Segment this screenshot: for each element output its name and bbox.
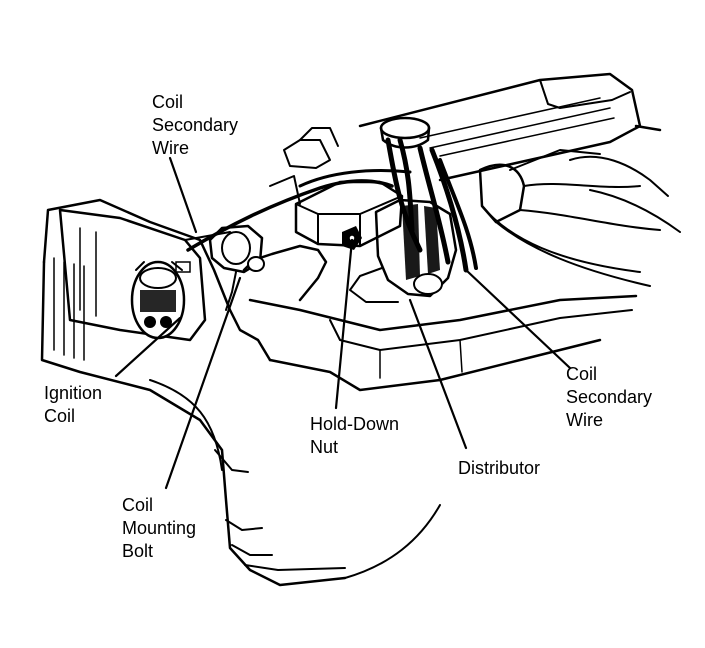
label-coil-mounting-bolt: Coil Mounting Bolt <box>122 495 201 561</box>
label-coil-secondary-wire-right: Coil Secondary Wire <box>566 364 657 430</box>
label-line: Wire <box>152 138 189 158</box>
label-line: Hold-Down <box>310 414 399 434</box>
label-ignition-coil: Ignition Coil <box>44 383 107 426</box>
label-hold-down-nut: Hold-Down Nut <box>310 414 404 457</box>
leader-coil-mounting-bolt <box>164 276 242 490</box>
leader-hold-down-nut <box>334 238 354 410</box>
label-coil-secondary-wire-left: Coil Secondary Wire <box>152 92 243 158</box>
engine-illustration <box>40 72 681 587</box>
label-line: Coil <box>44 406 75 426</box>
leader-coil-secondary-wire-right <box>464 268 572 370</box>
leader-ignition-coil <box>114 316 182 378</box>
label-line: Coil <box>566 364 597 384</box>
label-line: Coil <box>122 495 153 515</box>
label-line: Mounting <box>122 518 196 538</box>
label-line: Bolt <box>122 541 153 561</box>
label-line: Nut <box>310 437 338 457</box>
leader-lines <box>114 156 572 490</box>
label-line: Secondary <box>152 115 238 135</box>
callouts: Coil Secondary Wire Ignition Coil Coil M… <box>44 92 657 561</box>
label-distributor: Distributor <box>458 458 540 478</box>
throttle-body <box>269 127 404 248</box>
valve-cover <box>358 72 662 182</box>
intake-manifold <box>478 149 681 287</box>
label-line: Coil <box>152 92 183 112</box>
label-line: Secondary <box>566 387 652 407</box>
label-line: Distributor <box>458 458 540 478</box>
coil-secondary-wire-left-cable <box>186 179 394 252</box>
fender-panel <box>40 198 441 587</box>
leader-distributor <box>408 298 468 450</box>
label-line: Ignition <box>44 383 102 403</box>
distributor-body <box>349 198 458 303</box>
leader-coil-secondary-wire-left <box>168 156 198 234</box>
ignition-coil-body <box>130 260 186 340</box>
label-line: Wire <box>566 410 603 430</box>
spark-plug-wires <box>298 137 478 273</box>
